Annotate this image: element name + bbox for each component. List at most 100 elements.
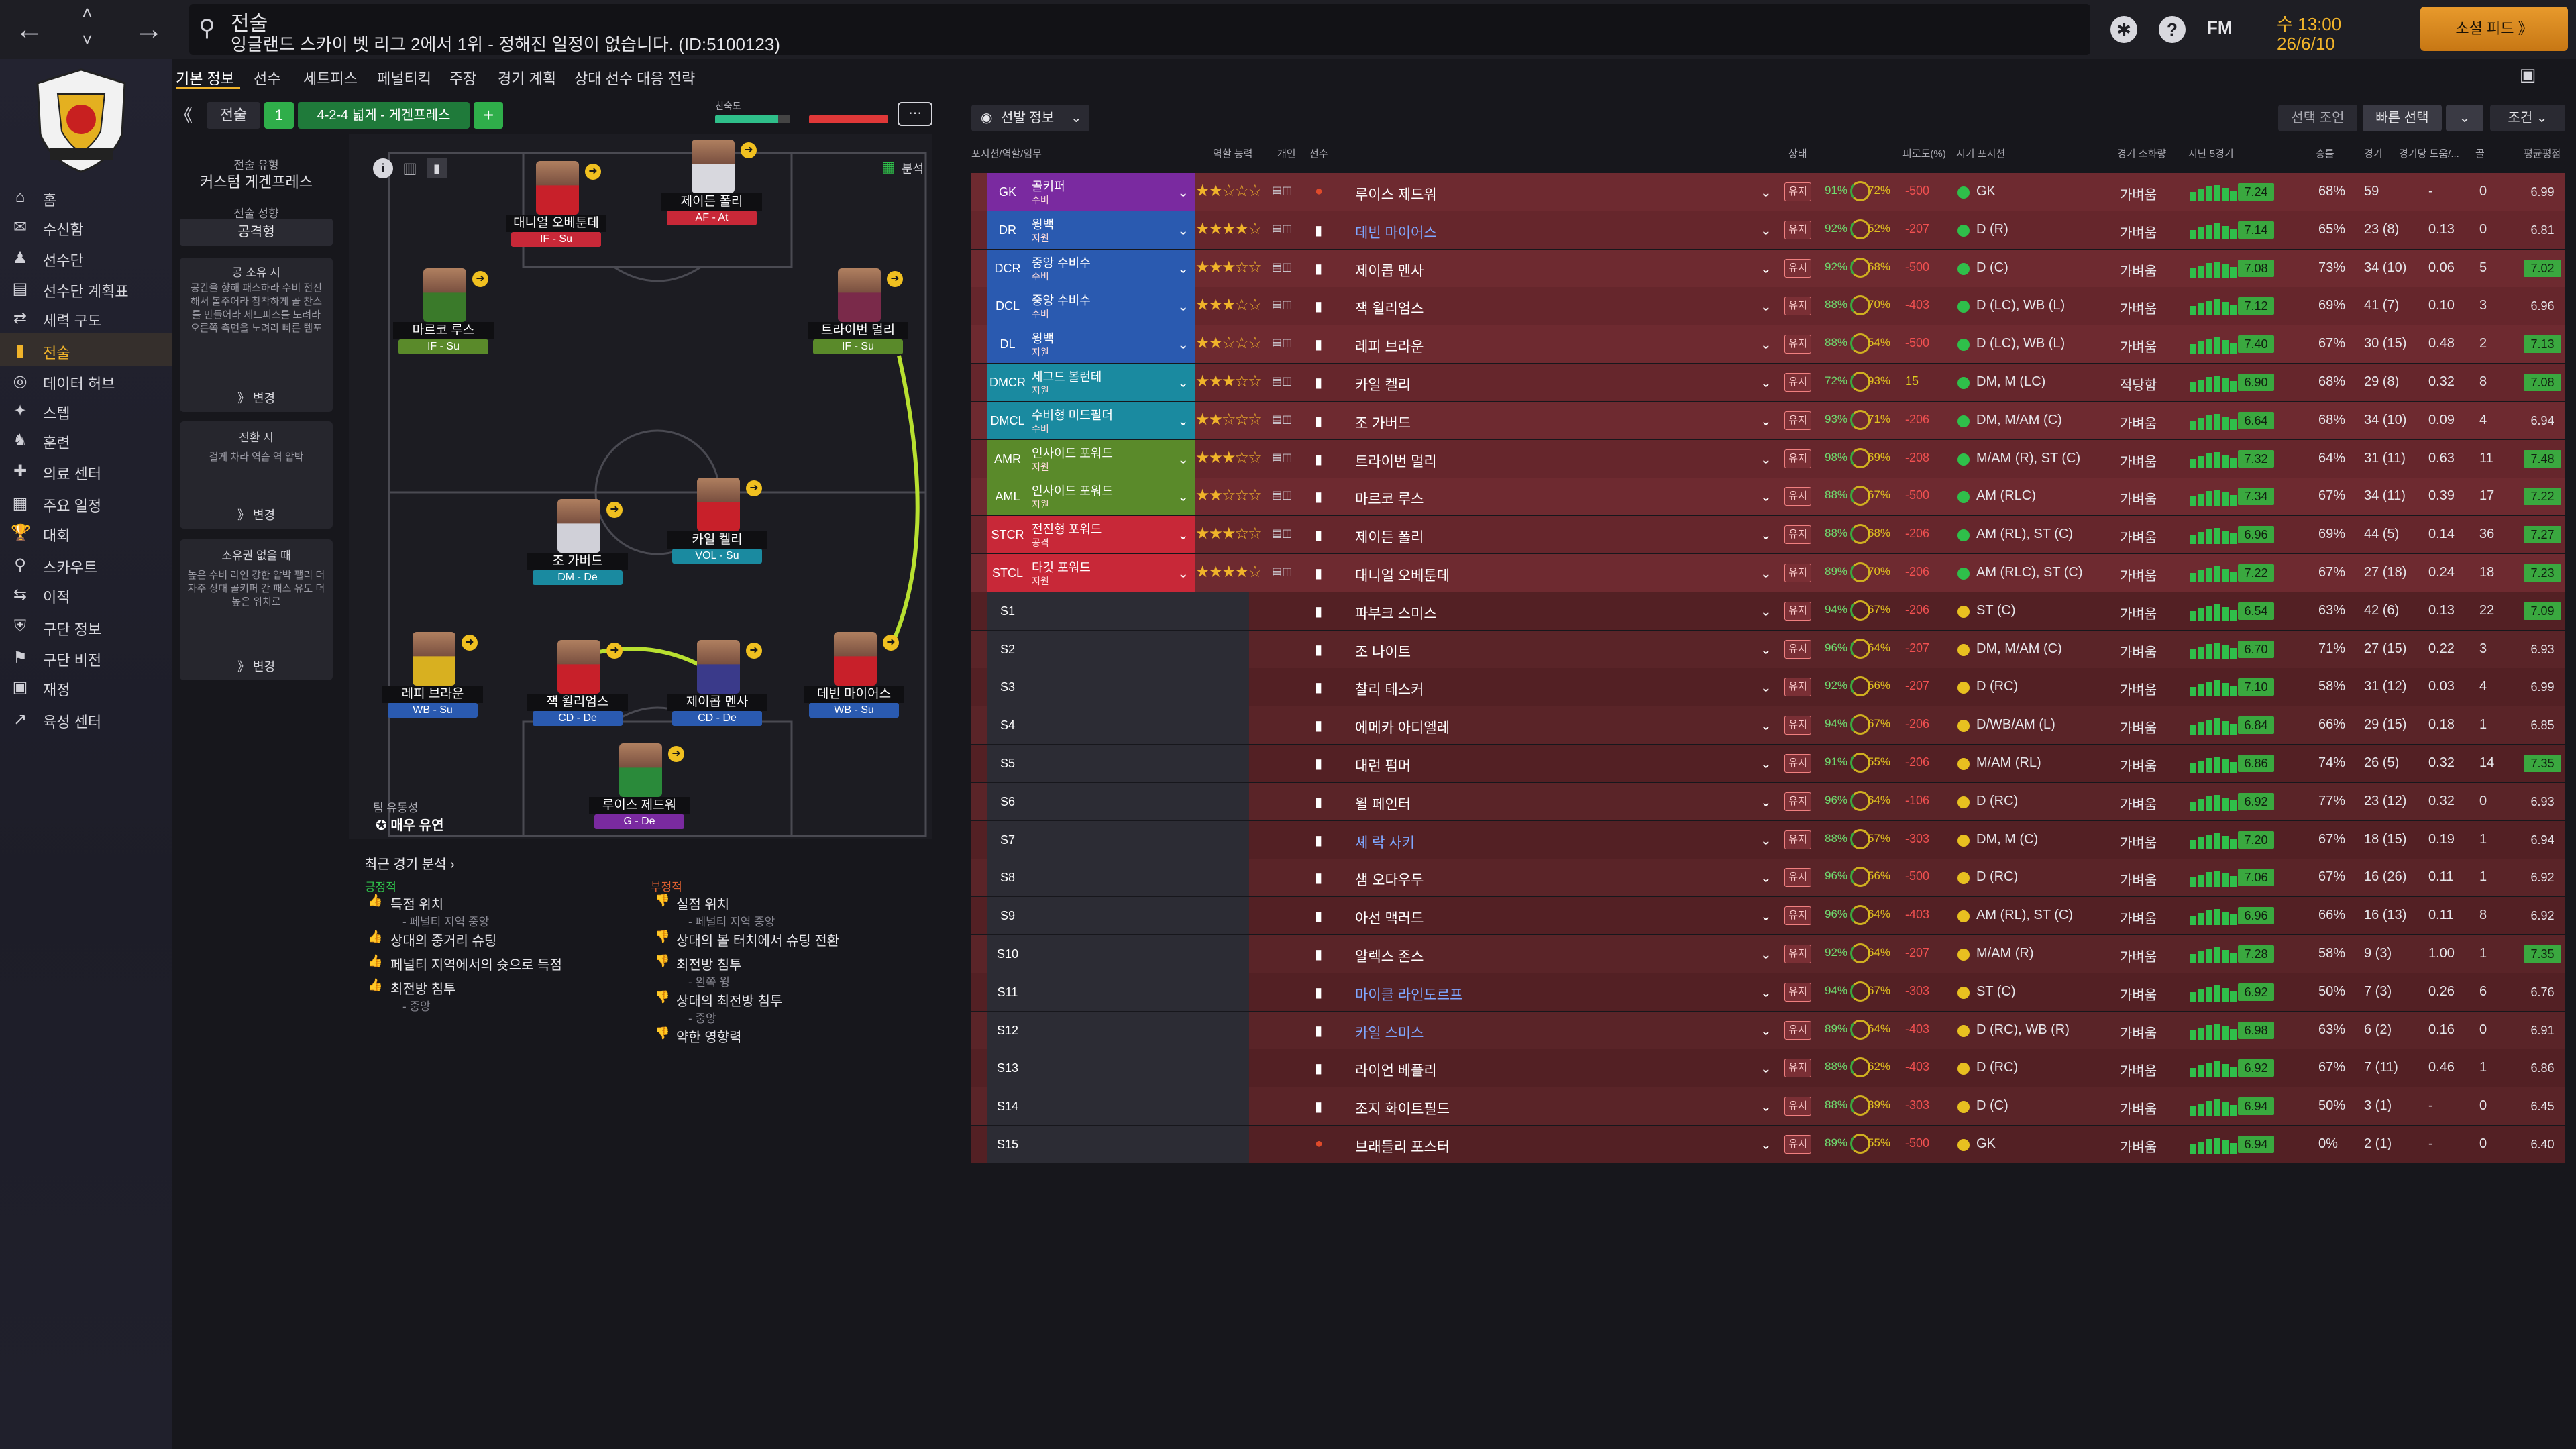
player-chevron-icon[interactable]: ⌄	[1760, 490, 1772, 505]
player-role[interactable]: G - De	[594, 814, 684, 829]
view-toggle-icon[interactable]: ▮	[427, 158, 447, 178]
player-chevron-icon[interactable]: ⌄	[1760, 680, 1772, 696]
player-chevron-icon[interactable]: ⌄	[1760, 337, 1772, 353]
player-name-link[interactable]: 마이클 라인도르프	[1355, 987, 1463, 1003]
instruction-arrow-icon[interactable]: ➜	[472, 271, 488, 287]
selection-advice-button[interactable]: 선택 조언	[2278, 105, 2357, 131]
instruction-arrow-icon[interactable]: ➜	[462, 635, 478, 651]
sidebar-item-competitions[interactable]: 🏆대회	[0, 515, 172, 549]
player-chevron-icon[interactable]: ⌄	[1760, 413, 1772, 429]
player-role[interactable]: IF - Su	[813, 339, 903, 354]
instruction-arrow-icon[interactable]: ➜	[606, 643, 623, 659]
keep-badge[interactable]: 유지	[1784, 792, 1811, 811]
header-position[interactable]: 포지션/역할/임무	[971, 148, 1042, 160]
header-personal[interactable]: 개인	[1277, 148, 1296, 160]
player-name-link[interactable]: 마르코 루스	[1355, 492, 1424, 508]
keep-badge[interactable]: 유지	[1784, 906, 1811, 926]
header-fatigue[interactable]: 피로도(%)	[1902, 148, 1946, 160]
player-role[interactable]: CD - De	[533, 711, 623, 726]
personal-instructions-icon[interactable]: ▤◫	[1272, 528, 1293, 540]
player-chevron-icon[interactable]: ⌄	[1760, 871, 1772, 886]
sidebar-item-staff[interactable]: ✦스텝	[0, 393, 172, 427]
personal-instructions-icon[interactable]: ▤◫	[1272, 223, 1293, 235]
tab-penalties[interactable]: 페널티킥	[377, 70, 431, 87]
header-position-history[interactable]: 시기 포지션	[1956, 148, 2006, 160]
sidebar-item-data-hub[interactable]: ◎데이터 허브	[0, 364, 172, 397]
out-possession-change[interactable]: 》 변경	[237, 660, 276, 674]
chevron-down-icon[interactable]: ˅	[82, 30, 93, 50]
tab-set-pieces[interactable]: 세트피스	[303, 70, 358, 87]
instruction-arrow-icon[interactable]: ➜	[668, 746, 684, 762]
in-transition-change[interactable]: 》 변경	[237, 508, 276, 522]
sidebar-item-dynamics[interactable]: ⇄세력 구도	[0, 301, 172, 334]
header-condition[interactable]: 상태	[1788, 148, 1807, 160]
player-chevron-icon[interactable]: ⌄	[1760, 1023, 1772, 1038]
instruction-arrow-icon[interactable]: ➜	[606, 502, 623, 518]
player-chevron-icon[interactable]: ⌄	[1760, 1099, 1772, 1115]
add-tactic-button[interactable]: +	[474, 102, 503, 129]
player-chevron-icon[interactable]: ⌄	[1760, 642, 1772, 657]
keep-badge[interactable]: 유지	[1784, 564, 1811, 582]
chevron-up-icon[interactable]: ˄	[82, 3, 93, 23]
player-name-link[interactable]: 카일 스미스	[1355, 1025, 1424, 1041]
keep-badge[interactable]: 유지	[1784, 754, 1811, 773]
sidebar-item-home[interactable]: ⌂홈	[0, 180, 172, 213]
player-name-link[interactable]: 윌 페인터	[1355, 796, 1411, 812]
instruction-arrow-icon[interactable]: ➜	[746, 480, 762, 496]
player-name-link[interactable]: 트라이번 멀리	[1355, 453, 1437, 470]
keep-badge[interactable]: 유지	[1784, 220, 1811, 239]
personal-instructions-icon[interactable]: ▤◫	[1272, 299, 1293, 311]
player-chevron-icon[interactable]: ⌄	[1760, 261, 1772, 276]
keep-badge[interactable]: 유지	[1784, 1097, 1811, 1116]
player-chevron-icon[interactable]: ⌄	[1760, 909, 1772, 924]
filter-button[interactable]: 조건 ⌄	[2490, 105, 2565, 131]
player-chevron-icon[interactable]: ⌄	[1760, 376, 1772, 390]
player-chevron-icon[interactable]: ⌄	[1760, 947, 1772, 962]
header-win-rate[interactable]: 승률	[2316, 148, 2334, 160]
header-goals[interactable]: 골	[2475, 148, 2485, 160]
player-chevron-icon[interactable]: ⌄	[1760, 451, 1772, 467]
player-chevron-icon[interactable]: ⌄	[1760, 718, 1772, 734]
sidebar-item-club-info[interactable]: ⛨구단 정보	[0, 609, 172, 643]
negative-item[interactable]: 최전방 침투	[676, 958, 742, 973]
player-name-link[interactable]: 제이든 폴리	[1355, 530, 1424, 546]
header-last5[interactable]: 지난 5경기	[2188, 148, 2234, 160]
player-name-link[interactable]: 셰 락 사키	[1355, 835, 1415, 851]
personal-instructions-icon[interactable]: ▤◫	[1272, 185, 1293, 197]
player-name-link[interactable]: 에메카 아디엘레	[1355, 720, 1450, 737]
player-name-link[interactable]: 조 가버드	[1355, 415, 1411, 431]
keep-badge[interactable]: 유지	[1784, 1020, 1811, 1040]
stats-icon[interactable]: ▥	[402, 160, 417, 176]
info-icon[interactable]: i	[373, 158, 393, 178]
camera-icon[interactable]: ▣	[2519, 64, 2536, 85]
quick-pick-dropdown[interactable]: ⌄	[2446, 105, 2483, 131]
sidebar-item-squad[interactable]: ♟선수단	[0, 240, 172, 274]
personal-instructions-icon[interactable]: ▤◫	[1272, 261, 1293, 273]
player-chevron-icon[interactable]: ⌄	[1760, 566, 1772, 581]
instruction-arrow-icon[interactable]: ➜	[741, 142, 757, 158]
collapse-button[interactable]: 《	[174, 105, 193, 125]
keep-badge[interactable]: 유지	[1784, 411, 1811, 430]
player-name-link[interactable]: 샘 오다우두	[1355, 873, 1424, 889]
keep-badge[interactable]: 유지	[1784, 258, 1811, 278]
player-name-link[interactable]: 찰리 테스커	[1355, 682, 1424, 698]
game-clock[interactable]: 수 13:00 26/6/10	[2270, 7, 2404, 54]
